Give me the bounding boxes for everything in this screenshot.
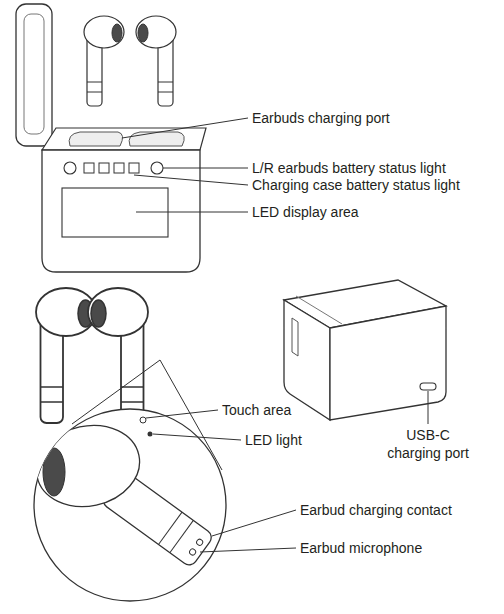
closed-charging-case <box>284 280 446 424</box>
status-light <box>99 163 109 173</box>
part-label: Earbud microphone <box>300 539 422 557</box>
leader-line <box>212 510 296 536</box>
part-label: Touch area <box>222 401 291 419</box>
usb-c-port <box>420 383 436 390</box>
status-light <box>151 162 163 174</box>
leader-line <box>146 410 218 418</box>
lid-inner <box>24 14 44 134</box>
case-top <box>42 128 206 150</box>
magnified-earbud <box>29 416 215 568</box>
leader-lines <box>146 410 296 552</box>
earbud-head <box>29 416 147 516</box>
leader-line <box>200 548 296 552</box>
charging-contact <box>188 548 196 556</box>
part-label: LED light <box>245 431 302 449</box>
part-label: L/R earbuds battery status light <box>252 159 446 177</box>
speaker-mesh <box>43 448 65 496</box>
part-label: USB-C charging port <box>382 426 474 462</box>
part-label: Earbud charging contact <box>300 501 452 519</box>
case-front <box>330 306 446 420</box>
charging-slot <box>69 132 122 146</box>
status-light <box>129 163 139 173</box>
stem-ring <box>158 512 182 544</box>
lid-seam <box>296 296 342 324</box>
stem-ring <box>170 520 194 552</box>
status-light <box>64 162 76 174</box>
leader-lines <box>122 118 248 212</box>
charging-contact <box>195 538 203 546</box>
earbud <box>36 288 96 423</box>
case-lid <box>16 4 52 146</box>
open-charging-case <box>16 4 206 272</box>
part-label: LED display area <box>252 203 359 221</box>
led-dot <box>148 432 153 437</box>
earbud <box>136 16 176 106</box>
charging-slot <box>129 132 184 146</box>
touch-area <box>140 417 146 423</box>
part-label: Earbuds charging port <box>252 109 390 127</box>
part-label: Charging case battery status light <box>252 176 460 194</box>
leader-line <box>163 168 248 169</box>
earbud <box>84 16 124 106</box>
leader-line <box>136 212 248 213</box>
leader-line <box>153 434 241 440</box>
leader-line <box>428 391 429 424</box>
leader-line <box>134 175 248 185</box>
leader-line <box>122 118 248 138</box>
earbud <box>88 288 148 423</box>
hinge <box>292 318 298 356</box>
status-light <box>114 163 124 173</box>
status-light <box>84 163 94 173</box>
